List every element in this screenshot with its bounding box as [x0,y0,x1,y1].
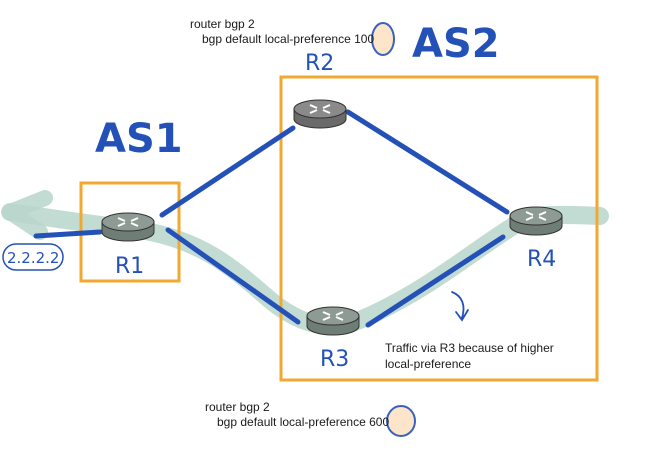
local-preference-value-r3: 600 [369,415,390,429]
as1-label: AS1 [95,116,183,162]
value-circle-bottom [386,405,416,437]
router-r2[interactable] [293,99,347,129]
config-line-1: router bgp 2 [190,17,255,31]
as2-box [279,75,599,382]
note-line-1: Traffic via R3 because of higher [385,341,554,355]
local-preference-value-r2: 100 [354,32,375,46]
router-icon [117,217,139,227]
link-r1-r3 [165,227,301,325]
traffic-note: Traffic via R3 because of higher local-p… [385,340,605,372]
destination-prefix-bubble [2,243,64,271]
config-line-2: bgp default local-preference 600 [205,415,389,430]
router-r1[interactable] [101,212,155,242]
link-r2-r4 [345,109,510,215]
router-r4[interactable] [509,206,563,236]
config-line-1: router bgp 2 [205,400,270,414]
destination-prefix: 2.2.2.2 [7,249,59,267]
traffic-arrow-head [2,190,53,240]
link-r1-r2 [159,125,296,218]
as2-label: AS2 [412,21,500,67]
router-icon [322,311,344,321]
config-line-2: bgp default local-preference 100 [190,32,374,47]
bgp-config-r3: router bgp 2 bgp default local-preferenc… [205,400,389,430]
router-icon [525,211,547,221]
router-label-r4: R4 [527,247,556,272]
router-label-r3: R3 [320,347,349,372]
config-line-2-prefix: bgp default local-preference [202,32,355,46]
link-r3-r4 [365,234,506,328]
value-circle-top [371,22,395,56]
router-label-r1: R1 [115,254,144,279]
router-r3[interactable] [306,306,360,336]
annotation-arrow [451,291,469,322]
link-dest-r1 [33,229,103,239]
bgp-config-r2: router bgp 2 bgp default local-preferenc… [190,17,374,47]
config-line-2-prefix: bgp default local-preference [217,415,370,429]
note-line-2: local-preference [385,357,472,371]
router-icon [309,104,331,114]
router-label-r2: R2 [305,51,334,76]
